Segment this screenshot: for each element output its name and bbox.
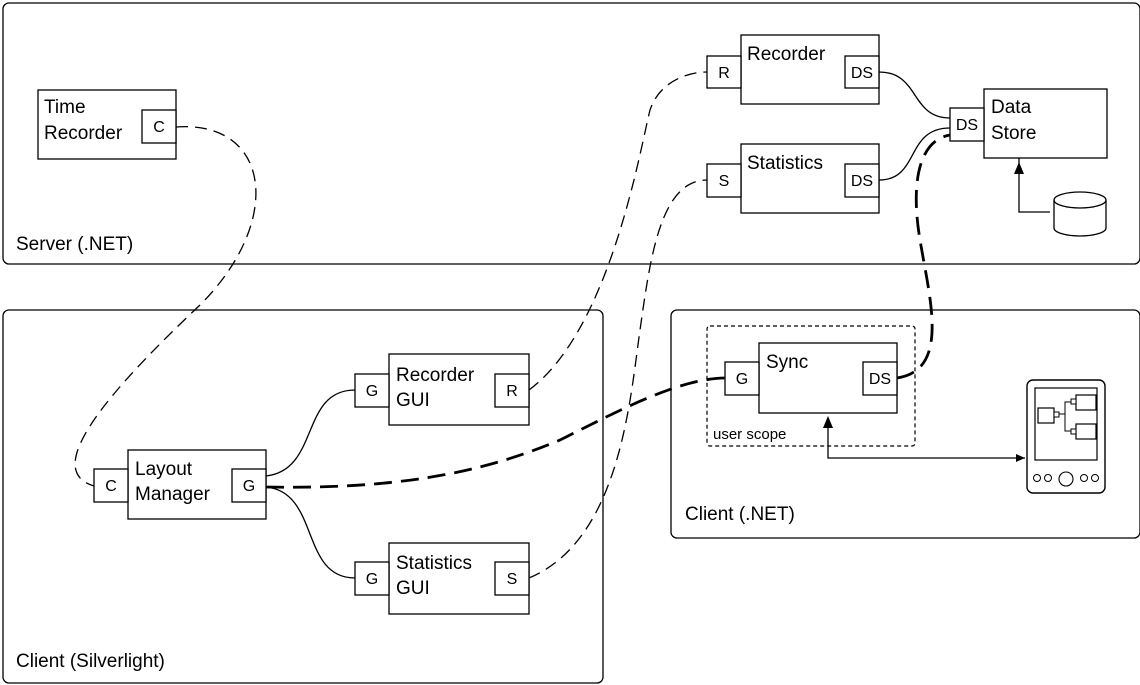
recorder-gui-label-line1: Recorder: [396, 365, 475, 386]
statistics-port-s: [706, 163, 742, 198]
sync-port-ds: [862, 361, 898, 396]
statistics-gui-port-g-label: G: [366, 571, 378, 588]
sync-port-ds-label: DS: [869, 371, 891, 388]
statistics-gui-component: Statistics GUI G S: [354, 542, 530, 615]
recorder-gui-port-r-label: R: [506, 383, 518, 400]
layout-manager-port-g-label: G: [243, 478, 255, 495]
statistics-gui-port-s-label: S: [507, 571, 518, 588]
recorder-gui-label-line2: GUI: [396, 390, 430, 411]
connector-layout-manager-statistics-gui: [265, 486, 356, 579]
data-store-component: Data Store DS: [949, 88, 1108, 159]
client-net-region-label: Client (.NET): [685, 504, 795, 525]
layout-manager-port-c: [93, 468, 129, 503]
time-recorder-component: Time Recorder C: [37, 89, 177, 160]
arrowhead-sync-up: [823, 416, 833, 428]
statistics-port-ds-label: DS: [851, 173, 873, 190]
connector-recorder-data-store: [878, 71, 951, 119]
connector-sync-device: [827, 420, 1025, 462]
connector-layout-manager-recorder-gui: [265, 389, 356, 477]
layout-manager-port-c-label: C: [105, 478, 117, 495]
statistics-gui-port-s: [494, 561, 530, 596]
statistics-label: Statistics: [747, 153, 823, 174]
layout-manager-component: Layout Manager C G: [93, 449, 267, 520]
recorder-port-ds: [844, 55, 880, 89]
sync-port-g: [724, 361, 760, 396]
client-silverlight-region-label: Client (Silverlight): [16, 651, 165, 672]
statistics-gui-label-line2: GUI: [396, 578, 430, 599]
recorder-component: Recorder R DS: [706, 34, 880, 105]
statistics-component: Statistics S DS: [706, 143, 880, 214]
recorder-port-r: [706, 55, 742, 89]
statistics-port-s-label: S: [719, 173, 730, 190]
connector-statistics-data-store: [878, 127, 951, 181]
connector-recorder-gui-recorder: [528, 71, 708, 391]
data-store-label-line1: Data: [991, 97, 1032, 118]
recorder-gui-component: Recorder GUI G R: [354, 353, 530, 426]
server-region: Server (.NET): [2, 2, 1140, 265]
user-scope-label: user scope: [713, 426, 786, 443]
data-store-label-line2: Store: [991, 123, 1036, 144]
database-icon: [1053, 191, 1107, 237]
layout-manager-label-line2: Manager: [135, 484, 211, 505]
time-recorder-label-line2: Recorder: [44, 123, 123, 144]
statistics-gui-label-line1: Statistics: [396, 553, 472, 574]
connector-sync-data-store: [896, 133, 951, 380]
statistics-port-ds: [844, 163, 880, 198]
recorder-gui-port-g-label: G: [366, 383, 378, 400]
time-recorder-port-c-label: C: [153, 119, 165, 136]
connector-data-store-database: [1018, 158, 1050, 213]
connector-layout-manager-sync: [265, 376, 727, 489]
layout-manager-label-line1: Layout: [135, 459, 193, 480]
arrowhead-database-up: [1014, 162, 1024, 174]
handheld-device-icon: [1026, 379, 1106, 494]
time-recorder-label-line1: Time: [44, 97, 86, 118]
sync-port-g-label: G: [736, 371, 748, 388]
sync-component: Sync G DS: [724, 342, 898, 414]
recorder-port-r-label: R: [718, 65, 730, 82]
statistics-gui-port-g: [354, 561, 390, 596]
data-store-port-ds: [949, 107, 985, 142]
connector-statistics-gui-statistics: [528, 179, 708, 579]
recorder-label: Recorder: [747, 44, 826, 65]
client-silverlight-region: Client (Silverlight): [2, 309, 604, 684]
time-recorder-port-c: [141, 109, 177, 144]
recorder-gui-port-r: [494, 373, 530, 408]
server-region-label: Server (.NET): [16, 234, 133, 255]
client-net-region: Client (.NET): [670, 309, 1140, 539]
recorder-port-ds-label: DS: [851, 65, 873, 82]
layout-manager-port-g: [231, 468, 267, 503]
connections: [74, 71, 1050, 579]
user-scope-boundary: user scope: [706, 325, 916, 447]
recorder-gui-port-g: [354, 373, 390, 408]
connector-time-recorder-layout-manager: [74, 126, 257, 487]
data-store-port-ds-label: DS: [956, 117, 978, 134]
sync-label: Sync: [766, 352, 808, 373]
